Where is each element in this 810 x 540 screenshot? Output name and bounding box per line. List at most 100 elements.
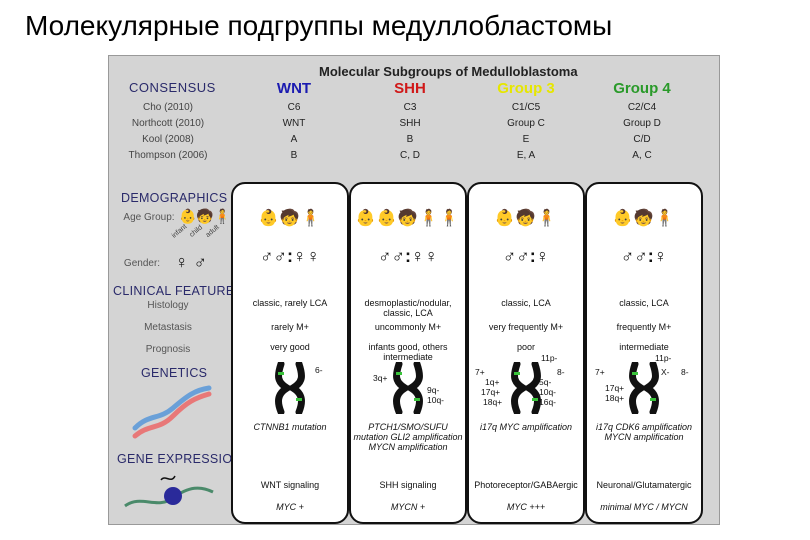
cytogenetic-label: 17q+ xyxy=(481,387,501,397)
chromosome-icon xyxy=(273,360,307,416)
chromosome-icon xyxy=(391,360,425,416)
group-header-group3: Group 3 xyxy=(497,80,555,97)
prognosis-value: poor xyxy=(516,342,535,352)
consensus-cell: B xyxy=(290,150,298,161)
consensus-row-label: Thompson (2006) xyxy=(128,150,208,161)
cytogenetic-label: 1q+ xyxy=(485,377,500,387)
consensus-label: CONSENSUS xyxy=(129,80,216,95)
cytogenetic-label: 11p- xyxy=(655,353,672,363)
age-group-icons: 👶🧒🧍 xyxy=(612,210,676,227)
genetic-alteration: CTNNB1 mutation xyxy=(253,422,327,432)
cytogenetic-label: 10q- xyxy=(539,387,557,397)
gene-expression-label: GENE EXPRESSION xyxy=(117,452,242,466)
group-header-group4: Group 4 xyxy=(613,80,671,97)
signaling-pathway: WNT signaling xyxy=(260,480,320,490)
cytogenetic-label: 5q- xyxy=(539,377,552,387)
gender-ratio: ♂♂:♀♀ xyxy=(260,246,320,266)
gender-ratio: ♂♂:♀♀ xyxy=(378,246,438,266)
consensus-row-label: Kool (2008) xyxy=(142,134,194,145)
age-group-icons: 👶🧒🧍 xyxy=(494,210,558,227)
figure-header: Molecular Subgroups of Medulloblastoma xyxy=(319,64,578,79)
dna-chain-icon xyxy=(129,384,215,449)
age-icons-legend: 👶🧒🧍 xyxy=(179,208,232,224)
cytogenetic-label: 8- xyxy=(681,367,689,377)
consensus-row-label: Cho (2010) xyxy=(142,102,194,113)
consensus-cell: Group C xyxy=(507,118,545,129)
gender-legend: ♀ ♂ xyxy=(175,252,208,272)
myc-expression: minimal MYC / MYCN xyxy=(600,502,688,512)
signaling-pathway: Photoreceptor/GABAergic xyxy=(474,480,578,490)
cytogenetic-label: 9q- xyxy=(427,385,440,395)
age-label-infant: infant xyxy=(170,223,189,240)
consensus-cell: C1/C5 xyxy=(511,102,541,113)
histology-label: Histology xyxy=(147,300,189,311)
genetic-alteration: PTCH1/SMO/SUFU mutation GLI2 amplificati… xyxy=(353,422,463,452)
consensus-cell: A, C xyxy=(632,150,652,161)
cytogenetic-label: 11p- xyxy=(541,353,558,363)
consensus-cell: C/D xyxy=(633,134,651,145)
cytogenetic-label: 6- xyxy=(315,365,323,375)
myc-expression: MYC + xyxy=(276,502,304,512)
prognosis-value: infants good, others intermediate xyxy=(368,342,448,362)
signaling-pathway: Neuronal/Glutamatergic xyxy=(596,480,692,490)
prognosis-value: intermediate xyxy=(619,342,669,352)
metastasis-label: Metastasis xyxy=(144,322,192,333)
cytogenetic-label: 7+ xyxy=(595,367,605,377)
gender-ratio: ♂♂:♀ xyxy=(620,246,668,266)
chromosome-icon xyxy=(627,360,661,416)
subgroup-panel: 👶🧒🧍 ♂♂:♀ classic, LCA very frequently M+ poo… xyxy=(467,182,585,524)
subgroups-figure: Molecular Subgroups of Medulloblastoma C… xyxy=(108,55,720,525)
subgroup-panel: 👶🧒🧍 ♂♂:♀ classic, LCA frequently M+ intermed… xyxy=(585,182,703,524)
group-header-shh: SHH xyxy=(394,80,426,97)
gender-ratio: ♂♂:♀ xyxy=(502,246,550,266)
subgroup-panel: 👶🧒🧍 ♂♂:♀♀ classic, rarely LCA rarely M+ very… xyxy=(231,182,349,524)
cytogenetic-label: 7+ xyxy=(475,367,485,377)
subgroup-panel: 👶👶🧒🧍🧍 ♂♂:♀♀ desmoplastic/nodular, classic,… xyxy=(349,182,467,524)
consensus-cell: B xyxy=(406,134,414,145)
cytogenetic-label: 10q- xyxy=(427,395,445,405)
consensus-cell: SHH xyxy=(399,118,421,129)
age-group-icons: 👶👶🧒🧍🧍 xyxy=(355,210,461,227)
chromosome-icon xyxy=(509,360,543,416)
consensus-cell: C2/C4 xyxy=(627,102,657,113)
genetic-alteration: i17q MYC amplification xyxy=(479,422,573,432)
clinical-features-label: CLINICAL FEATURES xyxy=(113,284,244,298)
metastasis-value: very frequently M+ xyxy=(488,322,564,332)
histology-value: classic, LCA xyxy=(619,298,669,308)
gender-label: Gender: xyxy=(123,258,161,269)
consensus-cell: C3 xyxy=(403,102,417,113)
metastasis-value: rarely M+ xyxy=(271,322,309,332)
cytogenetic-label: 8- xyxy=(557,367,565,377)
consensus-cell: C6 xyxy=(287,102,301,113)
consensus-row-label: Northcott (2010) xyxy=(131,118,205,129)
consensus-cell: E, A xyxy=(516,150,536,161)
demographics-label: DEMOGRAPHICS xyxy=(121,191,228,205)
histology-value: classic, LCA xyxy=(501,298,551,308)
metastasis-value: uncommonly M+ xyxy=(374,322,442,332)
slide-title: Молекулярные подгруппы медуллобластомы xyxy=(25,10,613,41)
consensus-cell: Group D xyxy=(623,118,661,129)
consensus-cell: E xyxy=(522,134,530,145)
cytogenetic-label: 18q+ xyxy=(605,393,625,403)
age-label-child: child xyxy=(188,224,204,239)
consensus-cell: A xyxy=(290,134,298,145)
genetics-label: GENETICS xyxy=(141,366,208,380)
ribosome-mrna-icon xyxy=(121,470,217,523)
cytogenetic-label: 18q+ xyxy=(483,397,503,407)
metastasis-value: frequently M+ xyxy=(616,322,672,332)
prognosis-label: Prognosis xyxy=(145,344,191,355)
consensus-cell: WNT xyxy=(282,118,306,129)
age-group-icons: 👶🧒🧍 xyxy=(258,210,322,227)
histology-value: classic, rarely LCA xyxy=(252,298,328,308)
consensus-cell: C, D xyxy=(400,150,420,161)
cytogenetic-label: 17q+ xyxy=(605,383,625,393)
age-label-adult: adult xyxy=(204,223,221,240)
signaling-pathway: SHH signaling xyxy=(379,480,437,490)
histology-value: desmoplastic/nodular, classic, LCA xyxy=(364,298,452,318)
cytogenetic-label: 3q+ xyxy=(373,373,388,383)
myc-expression: MYCN + xyxy=(390,502,426,512)
myc-expression: MYC +++ xyxy=(506,502,546,512)
age-group-label: Age Group: xyxy=(123,212,175,223)
prognosis-value: very good xyxy=(270,342,310,352)
cytogenetic-label: X- xyxy=(661,367,670,377)
